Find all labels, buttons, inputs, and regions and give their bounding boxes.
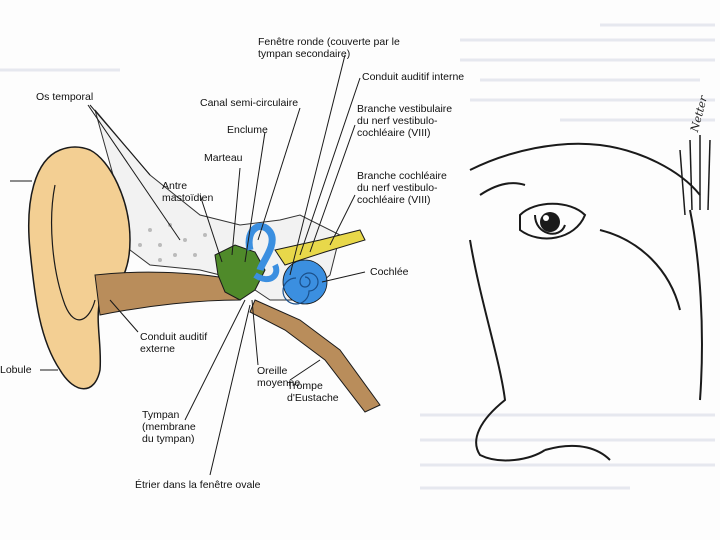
eye: [540, 212, 560, 232]
ossicles: [214, 244, 266, 301]
label-oreille-moyenne: Oreille moyenne: [257, 365, 301, 389]
face-profile: [469, 142, 703, 462]
leader-lines: [10, 54, 366, 476]
semicircular-canal-2: [253, 263, 280, 283]
cochlea-spiral: [282, 272, 319, 305]
label-lobule: Lobule: [0, 364, 32, 376]
label-cochlee: Cochlée: [370, 266, 409, 278]
hair-strands: [679, 135, 711, 216]
background-bleed: [0, 23, 715, 490]
label-conduit-auditif-externe: Conduit auditif externe: [140, 331, 208, 355]
label-branche-cochleaire: Branche cochléaire du nerf vestibulo- co…: [357, 170, 447, 206]
vestibulocochlear-nerve: [274, 229, 366, 266]
label-os-temporal: Os temporal: [36, 91, 94, 103]
label-canal-semi-circulaire: Canal semi-circulaire: [200, 97, 299, 109]
label-trompe-eustache: Trompe d'Eustache: [287, 380, 339, 404]
auricle: [28, 146, 131, 390]
label-antre-mastoidien: Antre mastoïdien: [162, 180, 214, 204]
label-fenetre-ronde: Fenêtre ronde (couverte par le tympan se…: [258, 36, 400, 60]
external-canal: [94, 271, 241, 316]
semicircular-canals: [245, 223, 276, 272]
cochlea: [282, 259, 328, 305]
label-conduit-auditif-interne: Conduit auditif interne: [362, 71, 465, 83]
eustachian-tube: [249, 299, 381, 413]
label-marteau: Marteau: [204, 152, 243, 164]
label-etrier: Étrier dans la fenêtre ovale: [135, 479, 261, 491]
auricle-inner-fold: [50, 184, 96, 321]
label-branche-vestibulaire: Branche vestibulaire du nerf vestibulo- …: [357, 103, 453, 139]
label-enclume: Enclume: [227, 124, 268, 136]
label-tympan: Tympan (membrane du tympan): [142, 409, 196, 445]
